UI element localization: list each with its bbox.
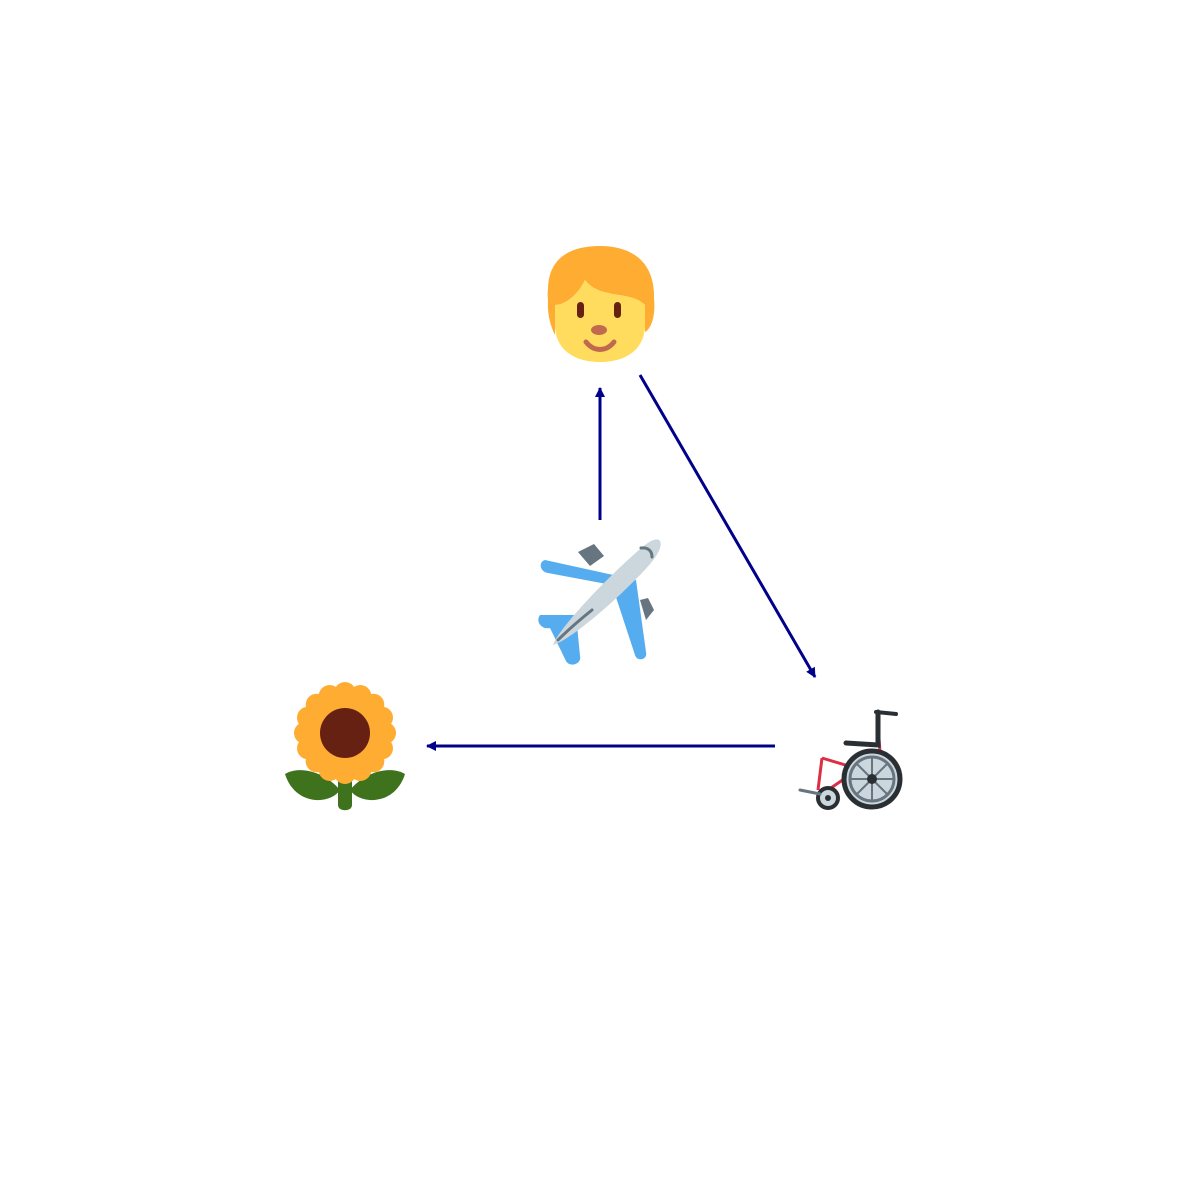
sunflower-icon <box>285 682 405 811</box>
wheelchair-icon <box>798 709 903 810</box>
person-icon <box>547 246 655 362</box>
airplane-icon <box>538 539 661 665</box>
edge-person-to-wheelchair <box>638 374 817 678</box>
